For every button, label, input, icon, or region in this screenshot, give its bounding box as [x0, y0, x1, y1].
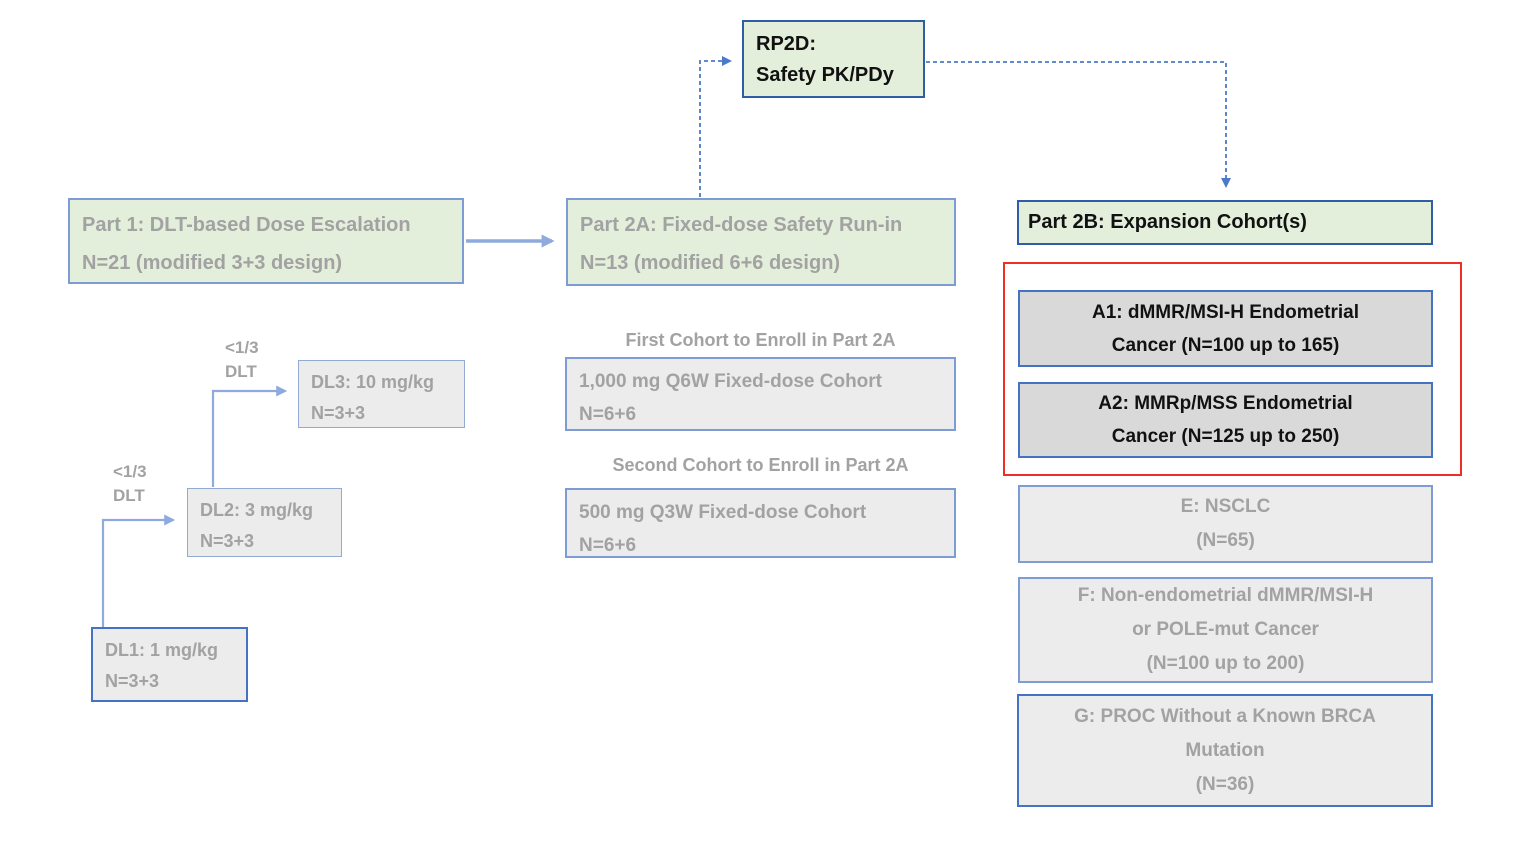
cohort-a1-line1: A1: dMMR/MSI-H Endometrial [1091, 301, 1360, 323]
first-cohort-label: First Cohort to Enroll in Part 2A [625, 330, 896, 350]
first-cohort-line2: N=6+6 [579, 404, 637, 425]
dl1-box: DL1: 1 mg/kg N=3+3 [91, 627, 248, 702]
dl2-box: DL2: 3 mg/kg N=3+3 [187, 488, 342, 557]
cohort-f-line3: (N=100 up to 200) [1146, 653, 1305, 674]
cohort-f-box: F: Non-endometrial dMMR/MSI-H or POLE-mu… [1018, 577, 1433, 683]
part2a-line1: Part 2A: Fixed-dose Safety Run-in [580, 214, 903, 236]
part1-line2: N=21 (modified 3+3 design) [82, 252, 343, 274]
dl3-line2: N=3+3 [311, 403, 366, 423]
rp2d-line1: RP2D: [756, 33, 817, 55]
dlt-gate-upper-line2: DLT [225, 362, 257, 381]
cohort-g-box: G: PROC Without a Known BRCA Mutation (N… [1017, 694, 1433, 807]
second-cohort-label: Second Cohort to Enroll in Part 2A [612, 455, 909, 475]
highlight-frame-a-cohorts [1003, 262, 1462, 476]
cohort-a2-line1: A2: MMRp/MSS Endometrial [1098, 393, 1353, 414]
rp2d-box: RP2D: Safety PK/PDy [742, 20, 925, 98]
dl2-line1: DL2: 3 mg/kg [200, 500, 314, 520]
second-cohort-line2: N=6+6 [579, 535, 637, 556]
dlt-gate-lower-line1: <1/3 [113, 462, 147, 481]
dlt-gate-upper-label: <1/3 DLT [225, 336, 259, 384]
part1-box: Part 1: DLT-based Dose Escalation N=21 (… [68, 198, 464, 284]
cohort-f-line1: F: Non-endometrial dMMR/MSI-H [1077, 585, 1374, 606]
cohort-e-line1: E: NSCLC [1180, 496, 1271, 517]
cohort-g-line3: (N=36) [1195, 773, 1255, 795]
dl3-line1: DL3: 10 mg/kg [311, 372, 435, 392]
dl1-line2: N=3+3 [105, 671, 160, 691]
cohort-a1-line2: Cancer (N=100 up to 165) [1111, 334, 1340, 356]
cohort-a1-box: A1: dMMR/MSI-H Endometrial Cancer (N=100… [1018, 290, 1433, 367]
cohort-f-line2: or POLE-mut Cancer [1132, 619, 1319, 640]
cohort-e-box: E: NSCLC (N=65) [1018, 485, 1433, 563]
cohort-a2-box: A2: MMRp/MSS Endometrial Cancer (N=125 u… [1018, 382, 1433, 458]
dl3-box: DL3: 10 mg/kg N=3+3 [298, 360, 465, 428]
part2a-line2: N=13 (modified 6+6 design) [580, 252, 841, 274]
part2a-box: Part 2A: Fixed-dose Safety Run-in N=13 (… [566, 198, 956, 286]
arrow-dl1-to-dl2 [101, 514, 176, 627]
dlt-gate-lower-line2: DLT [113, 486, 145, 505]
rp2d-line2: Safety PK/PDy [756, 64, 894, 86]
second-cohort-box: 500 mg Q3W Fixed-dose Cohort N=6+6 [565, 488, 956, 558]
cohort-g-line1: G: PROC Without a Known BRCA [1074, 705, 1376, 727]
arrow-rp2d-to-part2b-dashed [926, 61, 1231, 188]
first-cohort-box: 1,000 mg Q6W Fixed-dose Cohort N=6+6 [565, 357, 956, 431]
arrow-part2a-to-rp2d-dashed [699, 56, 732, 197]
cohort-g-line2: Mutation [1185, 739, 1265, 761]
dlt-gate-upper-line1: <1/3 [225, 338, 259, 357]
arrow-dl2-to-dl3 [211, 385, 288, 487]
dl1-line1: DL1: 1 mg/kg [105, 640, 219, 660]
part2b-title: Part 2B: Expansion Cohort(s) [1028, 211, 1307, 233]
part2b-box: Part 2B: Expansion Cohort(s) [1017, 200, 1433, 245]
cohort-a2-line2: Cancer (N=125 up to 250) [1111, 426, 1340, 447]
part1-line1: Part 1: DLT-based Dose Escalation [82, 214, 411, 236]
dl2-line2: N=3+3 [200, 531, 255, 551]
second-cohort-line1: 500 mg Q3W Fixed-dose Cohort [579, 502, 867, 523]
first-cohort-line1: 1,000 mg Q6W Fixed-dose Cohort [579, 371, 882, 392]
dlt-gate-lower-label: <1/3 DLT [113, 460, 147, 508]
cohort-e-line2: (N=65) [1196, 530, 1255, 551]
